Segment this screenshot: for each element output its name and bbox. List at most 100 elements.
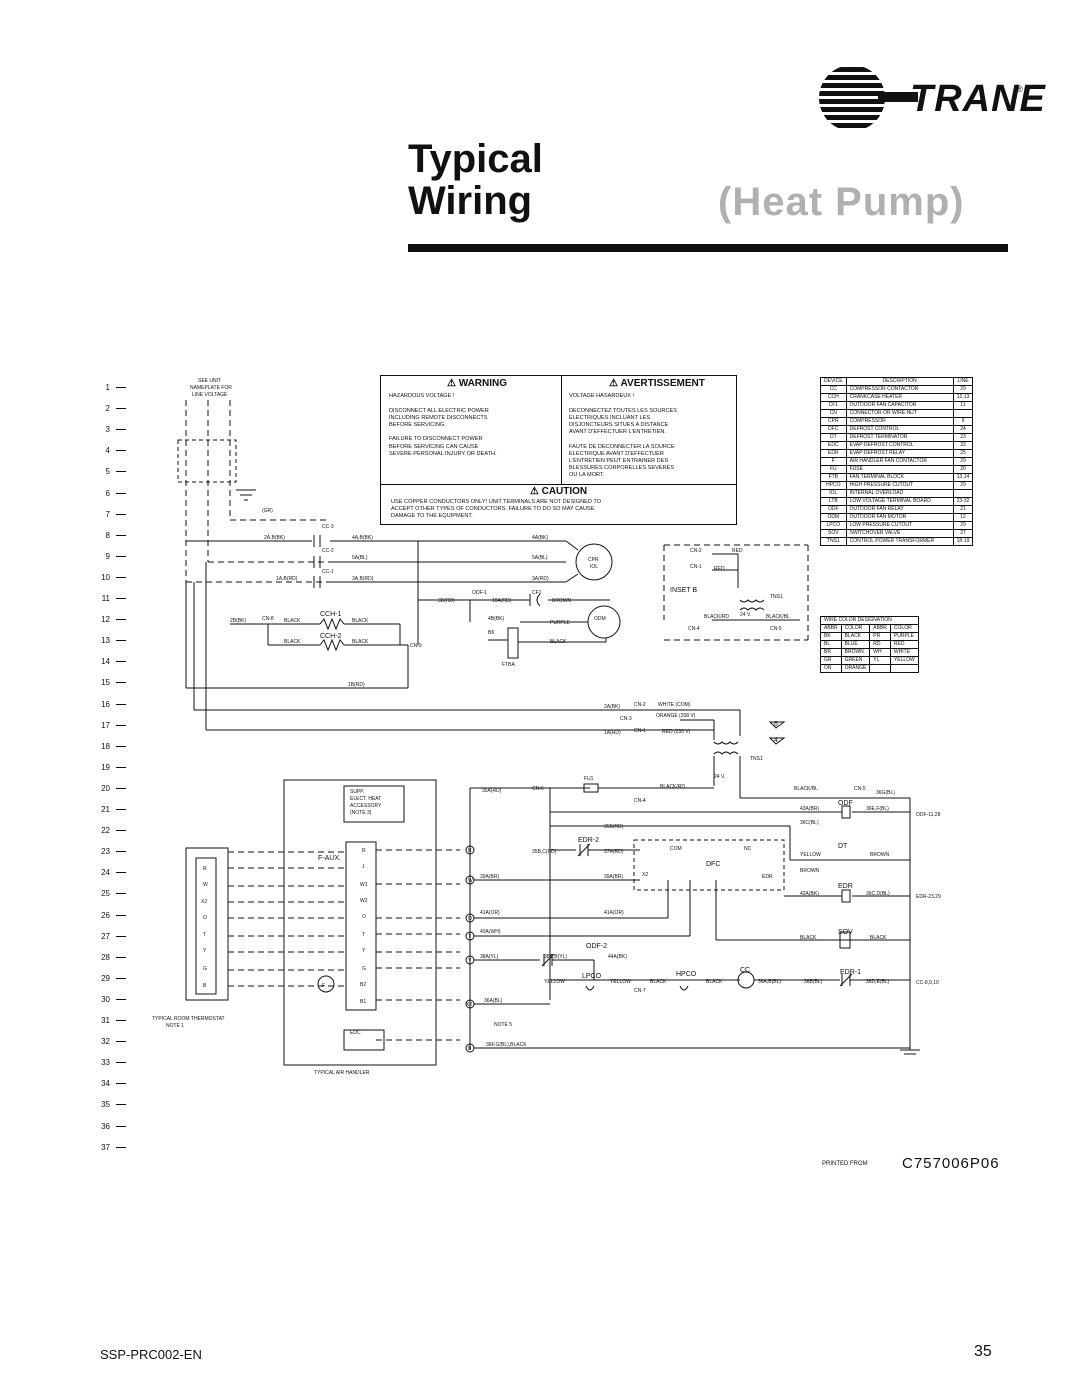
inset-24v: 24 V. <box>740 612 751 618</box>
wire-4ab: 4A,B(BK) <box>352 535 373 541</box>
device-code: TNS1 <box>820 537 847 546</box>
line-number-text: 11 <box>101 594 110 603</box>
ltb-term-x2: X2 <box>466 1002 472 1008</box>
line-tick <box>116 640 126 642</box>
wire-38a: 38A(YL) <box>480 954 499 960</box>
lpco-yellow-1: YELLOW <box>544 979 565 985</box>
tstat-term-y: Y <box>203 948 207 954</box>
device-line: 29 <box>952 481 974 490</box>
line-tick <box>116 513 126 515</box>
avertissement-line: DECONNECTEZ TOUTES LES SOURCES <box>569 407 677 414</box>
tns-cn1: CN-1 <box>634 728 646 734</box>
nc-label: NC <box>744 846 752 852</box>
edr-label: EDR <box>838 883 853 890</box>
line-tick <box>116 619 126 621</box>
inset-blackrd: BLACK/RD <box>704 614 729 620</box>
ah-term-t: T <box>362 932 365 938</box>
line-tick <box>116 703 126 705</box>
black-label-5: BLACK <box>550 639 567 645</box>
line-tick <box>116 809 126 810</box>
device-line: 24 <box>952 425 974 434</box>
ah-term-o: O <box>362 914 366 920</box>
warning-line: FAILURE TO DISCONNECT POWER <box>389 436 483 443</box>
line-number: 22 <box>92 826 132 835</box>
black-label-3: BLACK <box>284 639 301 645</box>
wire-abbr: BL <box>820 640 842 649</box>
line-number-text: 27 <box>101 931 110 941</box>
cch1-label: CCH-1 <box>320 611 341 618</box>
blackbl-label: BLACK/BL <box>794 786 818 792</box>
blackrd-label: BLACK/RD <box>660 784 685 790</box>
purple-label: PURPLE <box>550 620 571 626</box>
line-tick <box>116 576 126 578</box>
line-number: 21 <box>92 805 132 814</box>
wire-36de: 36D,E(BL) <box>866 979 890 985</box>
device-line: 20 <box>952 465 974 474</box>
wire-36cd: 36C,D(BL) <box>866 891 890 897</box>
line-number-text: 28 <box>101 952 110 962</box>
device-line <box>952 489 974 498</box>
wire-color-name: BLUE <box>840 640 871 649</box>
wire-35b: 35B(RD) <box>604 824 624 830</box>
warning-line: INCLUDING REMOTE DISCONNECTS <box>389 414 488 421</box>
wire-abbr-header-2: ABBR <box>869 624 891 633</box>
ltb-term-r: R <box>468 848 472 854</box>
wire-41a: 41A(OR) <box>480 910 500 916</box>
line-number: 17 <box>92 721 132 730</box>
document-code: SSP-PRC002-EN <box>100 1347 202 1362</box>
wire-abbr: PR <box>869 632 891 641</box>
line-number: 11 <box>92 594 132 603</box>
line-number-text: 36 <box>101 1121 110 1131</box>
ah-term-b2: B2 <box>360 982 366 988</box>
avertissement-line: BLESSURES CORPORELLES SEVERES <box>569 465 675 472</box>
line-number: 34 <box>92 1079 132 1088</box>
caution-divider <box>381 484 736 485</box>
see-unit-label-1: SEE UNIT <box>198 378 221 384</box>
wire-1a: 1A(RD) <box>604 730 621 736</box>
device-line: 12 <box>952 513 974 522</box>
wire-3ab: 3A,B(RD) <box>352 576 374 582</box>
wire-color-header-row: ABBR COLOR ABBR COLOR <box>820 624 919 633</box>
line-number: 14 <box>92 657 132 666</box>
cc-label: CC <box>740 967 750 974</box>
device-line: 18-19 <box>952 537 974 546</box>
wire-abbr: RD <box>869 640 891 649</box>
caution-line: DAMAGE TO THE EQUIPMENT. <box>391 513 473 520</box>
wire-4a: 4A(BK) <box>532 535 548 541</box>
ltb-term-w: W <box>468 878 473 884</box>
cc3-label: CC-3 <box>322 524 334 530</box>
wire-38ab: 38A,B(YL) <box>544 954 567 960</box>
line-number-text: 14 <box>101 657 110 667</box>
device-code: CCH <box>820 393 847 402</box>
inset-cn2: CN-2 <box>690 548 702 554</box>
wire-1ab: 1A,B(RD) <box>276 576 298 582</box>
black-label-2: BLACK <box>352 618 369 624</box>
device-description: COMPRESSOR CONTACTOR <box>845 385 954 394</box>
trane-logo-text: TRANE <box>910 78 1046 120</box>
printed-from-label: PRINTED FROM <box>822 1161 868 1167</box>
line-tick <box>116 1125 126 1127</box>
ltb-term-y: Y <box>468 958 472 964</box>
device-code: CC <box>820 385 847 394</box>
caution-line: USE COPPER CONDUCTORS ONLY! UNIT TERMINA… <box>391 499 602 505</box>
sov-black-2: BLACK <box>870 935 887 941</box>
line-number: 4 <box>92 446 132 455</box>
wire-abbr: GR <box>820 656 842 665</box>
bk-label: BK <box>488 630 495 636</box>
cc1-label: CC-1 <box>322 569 334 575</box>
supp-label-3: ACCESSORY <box>350 803 382 809</box>
line-number: 25 <box>92 889 132 898</box>
line-number-text: 33 <box>101 1058 110 1068</box>
wire-5ab: 5A(BL) <box>352 555 368 561</box>
edr-ref-label: EDR-23,29 <box>916 894 941 900</box>
line-number-text: 22 <box>101 826 110 836</box>
line-number: 8 <box>92 531 132 540</box>
